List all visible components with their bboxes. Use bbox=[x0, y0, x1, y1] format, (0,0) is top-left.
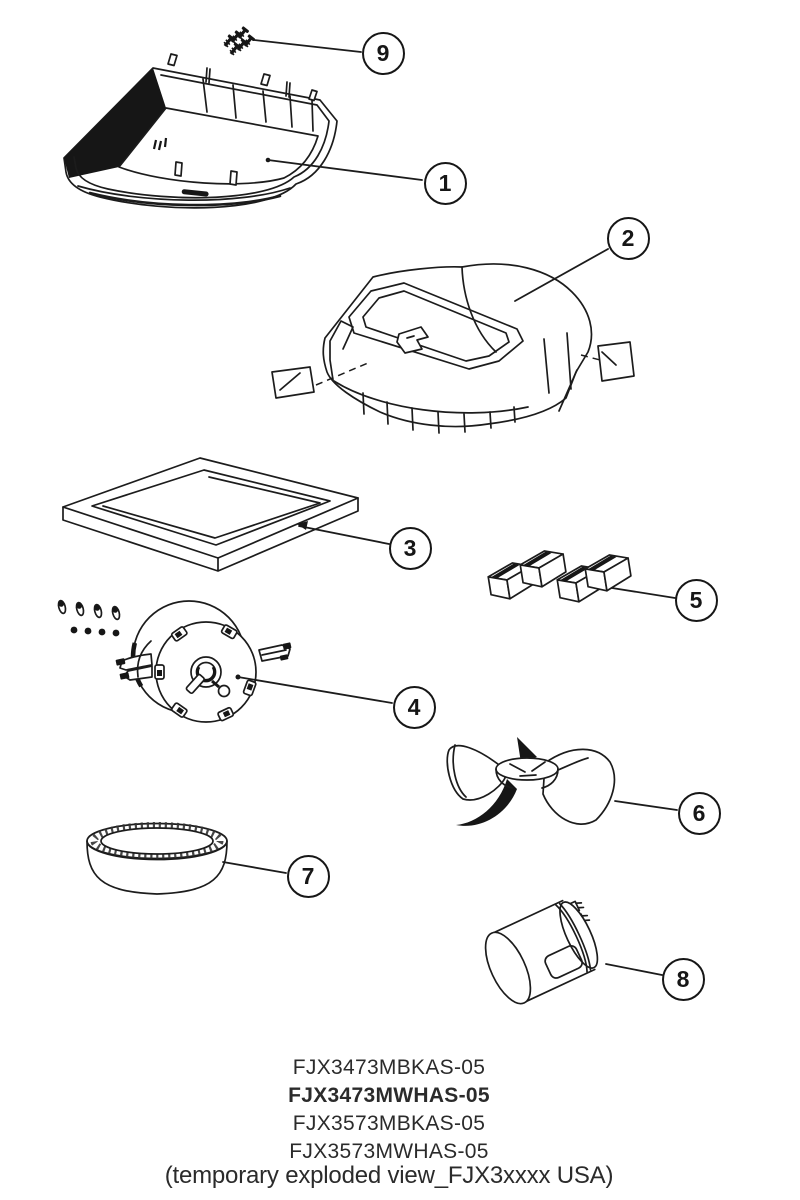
leader-line-7 bbox=[222, 861, 287, 874]
part-2-main-cover bbox=[271, 263, 635, 434]
callout-1-number: 1 bbox=[438, 169, 452, 196]
model-number-list: FJX3473MBKAS-05 FJX3473MWHAS-05 FJX3573M… bbox=[0, 1054, 778, 1166]
model-number-line: FJX3573MWHAS-05 bbox=[289, 1140, 489, 1163]
part-1-base-pan bbox=[63, 53, 338, 209]
part-3-filter-frame bbox=[62, 457, 359, 572]
part-4-fan-motor bbox=[115, 598, 292, 723]
callout-9-number: 9 bbox=[376, 39, 390, 66]
model-number-line: FJX3473MBKAS-05 bbox=[292, 1056, 486, 1079]
leader-line-3 bbox=[298, 525, 390, 545]
callout-4: 4 bbox=[392, 685, 436, 729]
leader-line-1 bbox=[267, 159, 423, 181]
model-number-line: FJX3473MWHAS-05 bbox=[288, 1084, 490, 1107]
callout-3: 3 bbox=[388, 526, 432, 570]
callout-7: 7 bbox=[286, 854, 330, 898]
callout-9: 9 bbox=[361, 31, 405, 75]
part-9-screws bbox=[220, 25, 257, 58]
leader-line-5 bbox=[611, 587, 676, 599]
callout-2-number: 2 bbox=[621, 224, 635, 251]
part-4-motor-screws bbox=[57, 599, 121, 637]
part-5-foam-blocks bbox=[485, 547, 634, 606]
callout-6-number: 6 bbox=[692, 799, 706, 826]
callout-3-number: 3 bbox=[403, 534, 417, 561]
leader-line-4 bbox=[237, 676, 393, 704]
leader-line-6 bbox=[614, 800, 678, 811]
diagram-caption: (temporary exploded view_FJX3xxxx USA) bbox=[164, 1162, 614, 1189]
leader-line-9 bbox=[253, 39, 362, 53]
callout-5-number: 5 bbox=[689, 586, 703, 613]
part-6-fan-blade bbox=[446, 737, 616, 826]
part-7-blower-wheel bbox=[86, 822, 228, 895]
callout-4-number: 4 bbox=[407, 693, 421, 720]
callout-8-number: 8 bbox=[676, 965, 690, 992]
callout-7-number: 7 bbox=[301, 862, 315, 889]
callout-5: 5 bbox=[674, 578, 718, 622]
callout-8: 8 bbox=[661, 957, 705, 1001]
part-8-capacitor bbox=[484, 899, 599, 1005]
leader-arrow-3 bbox=[297, 521, 308, 530]
callout-1: 1 bbox=[423, 161, 467, 205]
leader-line-8 bbox=[605, 963, 663, 976]
callout-6: 6 bbox=[677, 791, 721, 835]
callout-2: 2 bbox=[606, 216, 650, 260]
model-number-line: FJX3573MBKAS-05 bbox=[292, 1112, 486, 1135]
leader-line-2 bbox=[514, 248, 609, 302]
